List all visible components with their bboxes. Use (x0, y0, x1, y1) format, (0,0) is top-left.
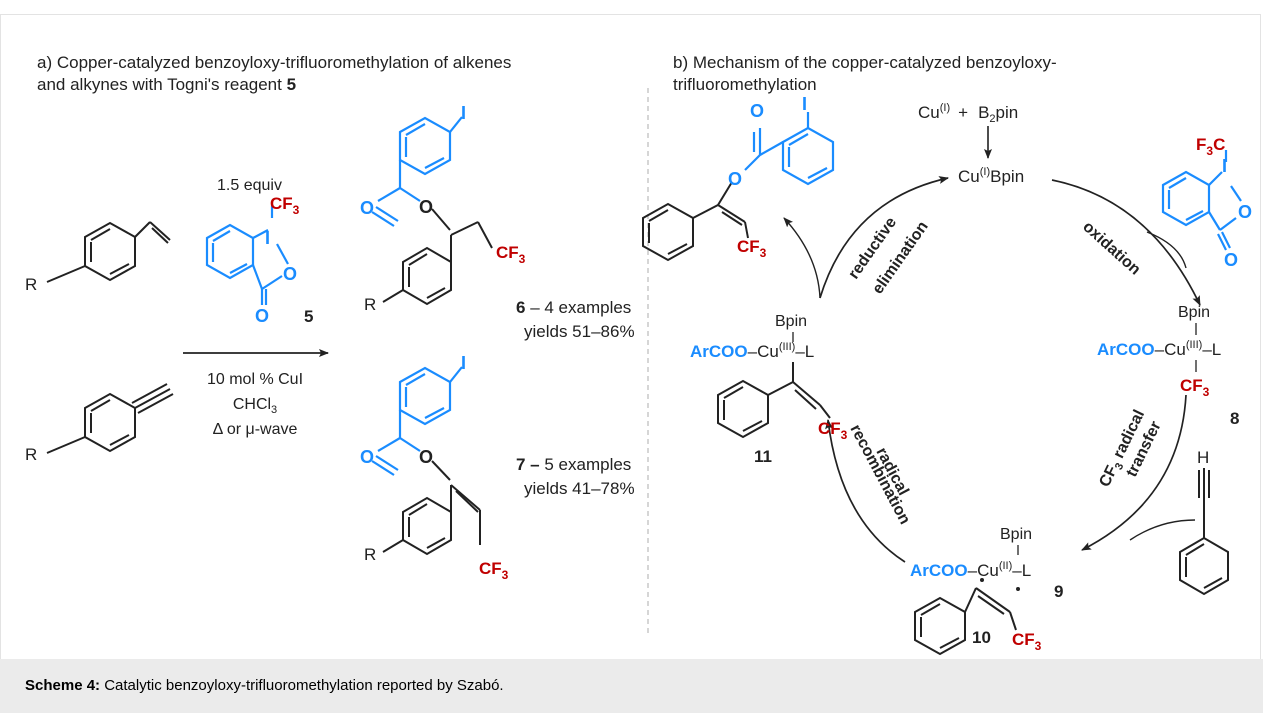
product-b-carbonyl-o: O (750, 101, 764, 121)
f3c-group: F3C (1196, 135, 1225, 158)
species-9-bpin: Bpin (1000, 526, 1032, 543)
reagent-number: 5 (304, 307, 313, 326)
alkyne-h: H (1197, 448, 1209, 467)
carbonyl-oxygen: O (255, 306, 269, 326)
togni-reagent-5 (205, 205, 289, 305)
product-b-cf3: CF3 (737, 237, 767, 260)
product-6-iodine: I (461, 103, 466, 123)
caption-bar: Scheme 4: Catalytic benzoyloxy-trifluoro… (0, 659, 1263, 713)
reaction-scheme: a) Copper-catalyzed benzoyloxy-trifluoro… (25, 53, 1252, 656)
caption-label: Scheme 4: (25, 677, 101, 694)
species-10-structure (914, 587, 1017, 656)
species-8-formula: ArCOO–Cu(III)–L (1097, 339, 1221, 359)
arrow-togni-in (1146, 231, 1187, 269)
styrene-structure (46, 221, 171, 283)
species-9-formula: ArCOO–Cu(II)–L (910, 560, 1031, 580)
panel-a-heading-line1: a) Copper-catalyzed benzoyloxy-trifluoro… (37, 53, 511, 72)
arrow-recombination (825, 419, 906, 563)
species-11-structure (717, 362, 831, 439)
oxygen-atom: O (283, 264, 297, 284)
label-oxidation: oxidation (1079, 218, 1143, 278)
product-7-ester-o: O (419, 447, 433, 467)
product-7-r: R (364, 545, 376, 564)
phenylacetylene-structure (46, 383, 174, 454)
product-7-iodine: I (461, 353, 466, 373)
product-6-r: R (364, 295, 376, 314)
togni-carbonyl-o: O (1224, 250, 1238, 270)
condition-catalyst: 10 mol % CuI (207, 371, 303, 388)
product-6-carbonyl-o: O (360, 198, 374, 218)
togni-iodine: I (1222, 156, 1227, 176)
product-7-carbonyl-o: O (360, 447, 374, 467)
product-6-ester-o: O (419, 197, 433, 217)
scheme-frame (0, 14, 1261, 659)
incoming-phenylacetylene (1179, 468, 1229, 596)
caption-text: Scheme 4: Catalytic benzoyloxy-trifluoro… (25, 677, 504, 694)
radical-dot-cu (1016, 587, 1020, 591)
cf3-group-reagent: CF3 (270, 194, 300, 217)
arrow-cf3-transfer (1081, 394, 1187, 551)
r-label-alkyne: R (25, 445, 37, 464)
iodine-atom: I (265, 228, 270, 248)
species-10-cf3: CF3 (1012, 630, 1042, 653)
radical-dot-vinyl (980, 578, 984, 582)
label-11: 11 (754, 447, 772, 466)
product-6-cf3: CF3 (496, 243, 526, 266)
panel-b-heading-line1: b) Mechanism of the copper-catalyzed ben… (673, 53, 1057, 72)
product-6-label: 6 – 4 examples (516, 298, 631, 317)
arrow-reductive-elimination (819, 176, 949, 299)
caption-body: Catalytic benzoyloxy-trifluoromethylatio… (100, 677, 504, 694)
cu-i-reagent: Cu(I)+B2pin (918, 102, 1018, 125)
togni-reagent-mechanism (1161, 150, 1242, 251)
arrow-product-out (783, 217, 821, 299)
product-7-structure (371, 366, 481, 556)
panel-b-heading-line2: trifluoromethylation (673, 75, 817, 94)
species-11-formula: ArCOO–Cu(III)–L (690, 341, 814, 361)
panel-a-heading-line2: and alkynes with Togni's reagent 5 (37, 75, 296, 94)
r-label-styrene: R (25, 275, 37, 294)
product-7-label: 7 – 5 examples (516, 455, 631, 474)
arrow-alkyne-in (1129, 519, 1196, 541)
species-11-cf3: CF3 (818, 419, 848, 442)
condition-heating: Δ or μ-wave (213, 421, 298, 438)
cu-bpin-species: Cu(I)Bpin (958, 166, 1024, 186)
label-10: 10 (972, 628, 991, 647)
species-8-cf3: CF3 (1180, 376, 1210, 399)
label-9: 9 (1054, 582, 1063, 601)
species-8-bpin: Bpin (1178, 304, 1210, 321)
product-b-ester-o: O (728, 169, 742, 189)
condition-solvent: CHCl3 (233, 396, 277, 416)
product-6-yields: yields 51–86% (524, 322, 635, 341)
togni-oxygen: O (1238, 202, 1252, 222)
reagent-equiv: 1.5 equiv (217, 177, 282, 194)
product-6-structure (371, 116, 493, 306)
species-11-bpin: Bpin (775, 313, 807, 330)
label-8: 8 (1230, 409, 1239, 428)
arrow-oxidation (1051, 179, 1201, 306)
product-7-yields: yields 41–78% (524, 479, 635, 498)
product-b-iodine: I (802, 94, 807, 114)
mechanism-product (642, 112, 835, 262)
product-7-cf3: CF3 (479, 559, 509, 582)
